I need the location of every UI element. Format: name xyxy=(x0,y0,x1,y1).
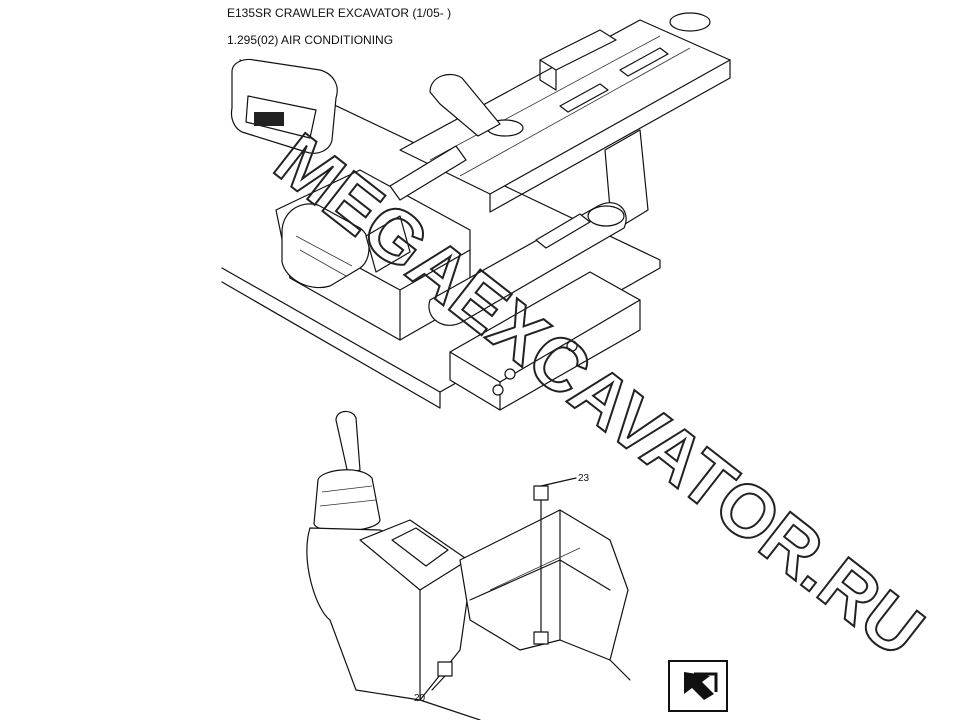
section-subtitle: 1.295(02) AIR CONDITIONING xyxy=(227,33,394,47)
arrow-next-icon xyxy=(684,672,718,700)
callout-20: 20 xyxy=(414,693,426,704)
page-title: E135SR CRAWLER EXCAVATOR (1/05- ) xyxy=(227,6,452,20)
air-conditioning-assembly xyxy=(221,12,731,411)
next-page-button[interactable] xyxy=(668,660,728,712)
callout-23: 23 xyxy=(578,473,590,484)
control-console-assembly xyxy=(306,410,631,720)
